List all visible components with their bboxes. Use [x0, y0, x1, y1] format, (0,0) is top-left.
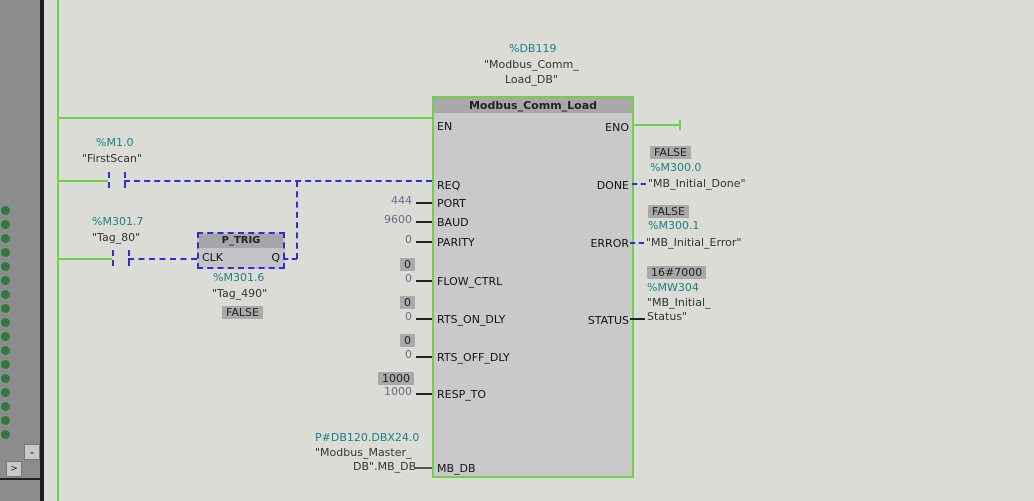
tag80-wire [58, 258, 112, 260]
status-name[interactable]: "MB_Initial_ [647, 296, 711, 309]
status-dot [1, 220, 10, 229]
status-dot [1, 262, 10, 271]
pin-eno: ENO [605, 121, 629, 134]
mb-db-name-cont[interactable]: DB".MB_DB [353, 460, 417, 473]
port-value[interactable]: 444 [391, 194, 412, 207]
status-dot [1, 290, 10, 299]
status-name-cont: Status" [647, 310, 688, 323]
resp-to-value[interactable]: 1000 [384, 385, 412, 398]
status-wire [630, 318, 645, 320]
pin-rts-off-dly: RTS_OFF_DLY [437, 351, 510, 364]
done-monitor: FALSE [650, 146, 691, 159]
status-dot [1, 234, 10, 243]
power-rail [57, 0, 59, 501]
divider [0, 478, 44, 480]
pin-port: PORT [437, 197, 466, 210]
instance-address: %DB119 [509, 42, 557, 55]
q-branch-wire [296, 181, 298, 259]
p-trig-title: P_TRIG [199, 234, 283, 248]
status-dot [1, 318, 10, 327]
contact-name: "FirstScan" [82, 152, 143, 165]
eno-wire [632, 124, 680, 126]
pin-done: DONE [596, 179, 629, 192]
status-dot [1, 430, 10, 439]
panel-border [40, 0, 44, 501]
pin-en: EN [437, 120, 453, 133]
error-wire [630, 242, 644, 244]
clk-wire [128, 258, 197, 260]
port-wire [416, 202, 432, 204]
p-trig-address: %M301.6 [213, 271, 265, 284]
pin-parity: PARITY [437, 236, 475, 249]
status-dot [1, 276, 10, 285]
flow-ctrl-monitor: 0 [400, 258, 415, 271]
pin-resp-to: RESP_TO [437, 388, 487, 401]
contact-address: %M301.7 [92, 215, 144, 228]
status-dot [1, 416, 10, 425]
done-name[interactable]: "MB_Initial_Done" [648, 177, 746, 190]
status-dot [1, 360, 10, 369]
p-trig-monitor: FALSE [222, 306, 263, 319]
q-pin: Q [271, 251, 280, 264]
status-dot [1, 248, 10, 257]
pin-status: STATUS [587, 314, 629, 327]
pin-mb-db: MB_DB [437, 462, 476, 475]
firstscan-wire [58, 180, 108, 182]
side-panel: ⌄ > [0, 0, 44, 501]
rts-off-wire [416, 356, 432, 358]
resp-to-wire [416, 393, 432, 395]
resp-to-monitor: 1000 [378, 372, 414, 385]
rts-off-monitor: 0 [400, 334, 415, 347]
error-address: %M300.1 [648, 219, 700, 232]
status-dot [1, 374, 10, 383]
done-address: %M300.0 [650, 161, 702, 174]
pin-req: REQ [437, 179, 461, 192]
baud-value[interactable]: 9600 [384, 213, 412, 226]
parity-value[interactable]: 0 [405, 233, 412, 246]
status-dot [1, 388, 10, 397]
scroll-right-button[interactable]: > [6, 461, 22, 477]
instance-name: "Modbus_Comm_ [484, 58, 579, 71]
p-trig-name: "Tag_490" [212, 287, 268, 300]
error-name[interactable]: "MB_Initial_Error" [646, 236, 742, 249]
baud-wire [416, 221, 432, 223]
status-dot [1, 304, 10, 313]
block-title: Modbus_Comm_Load [434, 98, 632, 113]
parity-wire [416, 241, 432, 243]
modbus-comm-load-block[interactable]: Modbus_Comm_Load EN REQ PORT BAUD PARITY… [432, 96, 634, 478]
mb-db-wire [414, 467, 432, 469]
pin-flow-ctrl: FLOW_CTRL [437, 275, 503, 288]
pin-rts-on-dly: RTS_ON_DLY [437, 313, 506, 326]
pin-error: ERROR [590, 237, 629, 250]
contact-address: %M1.0 [96, 136, 134, 149]
flow-ctrl-value[interactable]: 0 [405, 272, 412, 285]
rts-on-wire [416, 318, 432, 320]
q-wire [283, 258, 297, 260]
status-dot [1, 402, 10, 411]
error-monitor: FALSE [648, 205, 689, 218]
req-wire [124, 180, 432, 182]
en-wire [58, 117, 432, 119]
mb-db-address: P#DB120.DBX24.0 [315, 431, 420, 444]
rts-off-value[interactable]: 0 [405, 348, 412, 361]
eno-terminal [679, 120, 681, 130]
clk-pin: CLK [202, 251, 224, 264]
status-monitor: 16#7000 [647, 266, 707, 279]
scroll-down-button[interactable]: ⌄ [24, 444, 40, 460]
p-trig-block[interactable]: P_TRIG CLK Q [197, 232, 285, 269]
contact-name: "Tag_80" [92, 231, 141, 244]
rts-on-monitor: 0 [400, 296, 415, 309]
status-dot [1, 332, 10, 341]
status-address: %MW304 [647, 281, 699, 294]
status-dot [1, 346, 10, 355]
status-dot [1, 206, 10, 215]
flow-ctrl-wire [416, 280, 432, 282]
mb-db-name: "Modbus_Master_ [315, 446, 412, 459]
done-wire [632, 183, 646, 185]
instance-name-cont: Load_DB" [505, 73, 558, 86]
pin-baud: BAUD [437, 216, 469, 229]
rts-on-value[interactable]: 0 [405, 310, 412, 323]
